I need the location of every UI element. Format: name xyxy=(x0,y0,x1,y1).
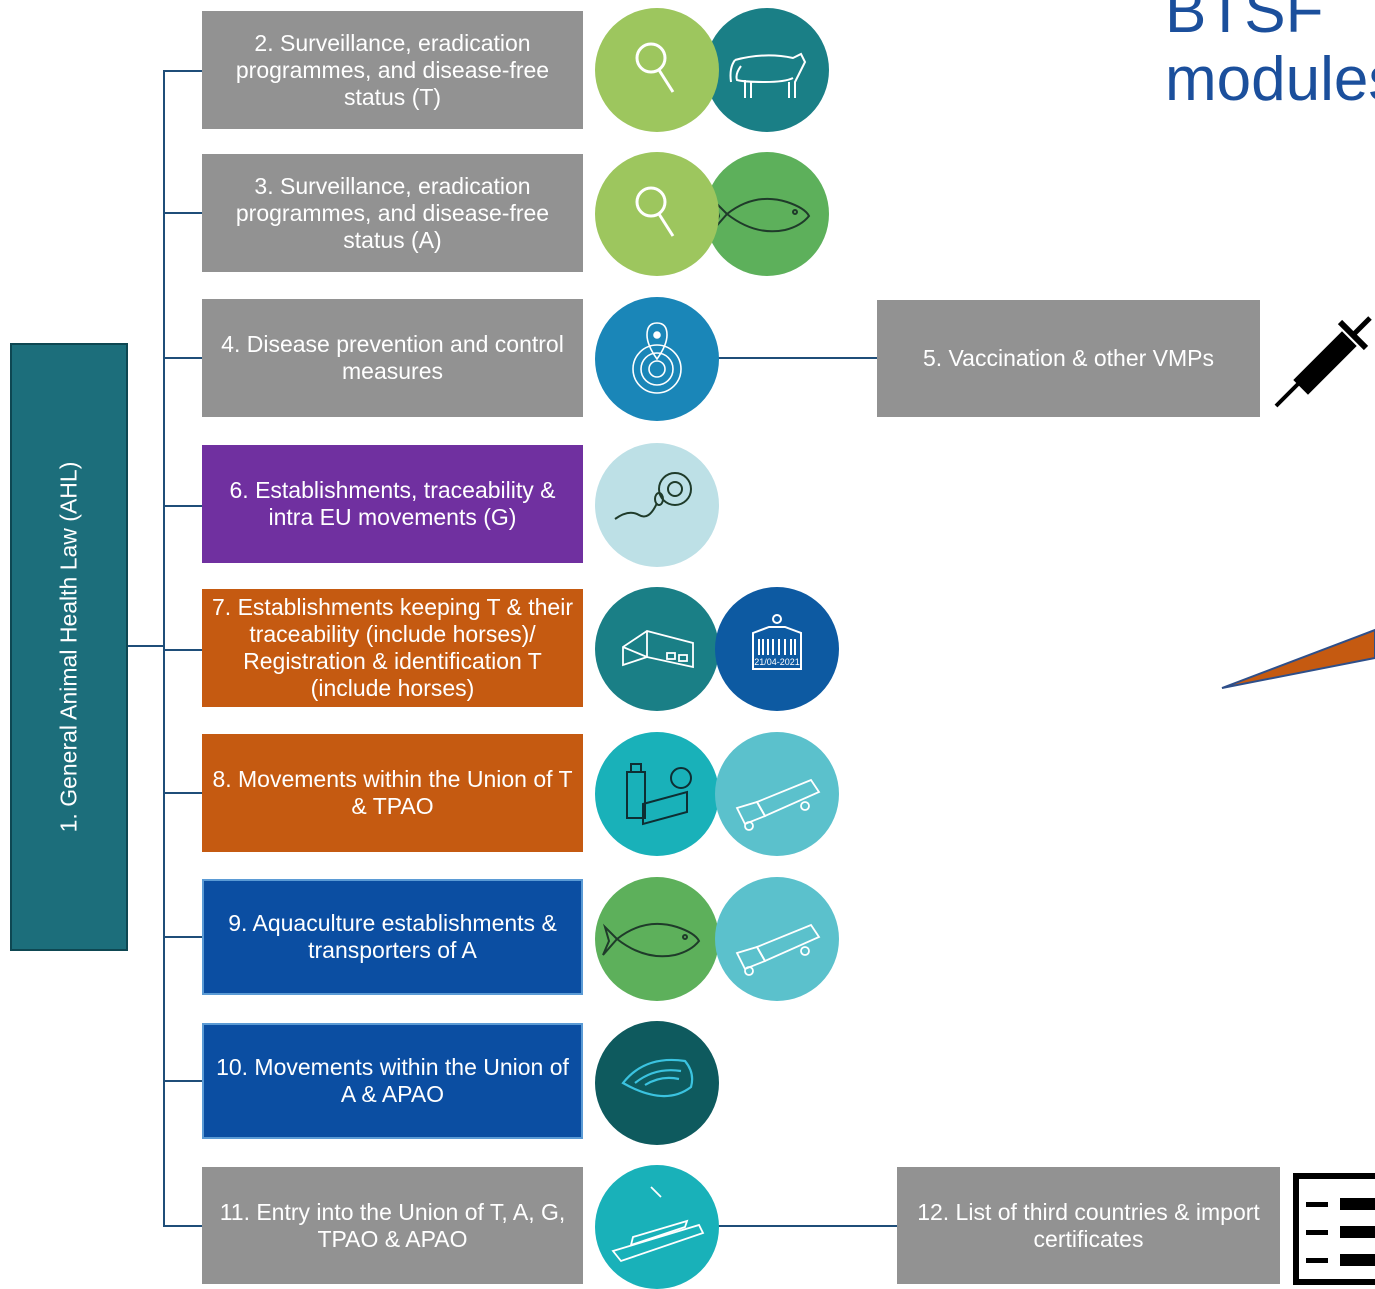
connector-m4-m5 xyxy=(718,357,877,359)
root-module-label: 1. General Animal Health Law (AHL) xyxy=(55,461,82,833)
connector-m4 xyxy=(163,357,202,359)
module-10-label: 10. Movements within the Union of A & AP… xyxy=(216,1054,569,1107)
module-4-label: 4. Disease prevention and control measur… xyxy=(221,331,564,384)
title-line-1: BTSF xyxy=(1165,0,1324,46)
fish-icon xyxy=(595,877,719,1001)
truck-icon xyxy=(715,732,839,856)
module-8-label: 8. Movements within the Union of T & TPA… xyxy=(212,766,573,819)
svg-text:21/04-2021: 21/04-2021 xyxy=(754,657,800,667)
magnifier-icon xyxy=(595,152,719,276)
location-radar-icon xyxy=(595,297,719,421)
ear-tag-icon: 21/04-2021 xyxy=(715,587,839,711)
module-6-box: 6. Establishments, traceability & intra … xyxy=(202,445,583,563)
module-2-label: 2. Surveillance, eradication programmes,… xyxy=(235,29,550,110)
module-9-box: 9. Aquaculture establishments & transpor… xyxy=(202,879,583,995)
mussel-icon xyxy=(595,1021,719,1145)
fish-icon xyxy=(705,152,829,276)
list-document-icon xyxy=(1292,1172,1375,1286)
cargo-ship-icon xyxy=(595,1165,719,1289)
module-7-box: 7. Establishments keeping T & their trac… xyxy=(202,589,583,707)
module-10-box: 10. Movements within the Union of A & AP… xyxy=(202,1023,583,1139)
connector-trunk xyxy=(163,70,165,1227)
module-8-box: 8. Movements within the Union of T & TPA… xyxy=(202,734,583,852)
connector-m3 xyxy=(163,212,202,214)
connector-m7 xyxy=(163,649,202,651)
module-4-box: 4. Disease prevention and control measur… xyxy=(202,299,583,417)
module-5-label: 5. Vaccination & other VMPs xyxy=(922,345,1215,371)
module-3-label: 3. Surveillance, eradication programmes,… xyxy=(235,172,550,253)
connector-root xyxy=(128,645,164,647)
connector-m11 xyxy=(163,1225,202,1227)
syringe-icon xyxy=(1270,296,1375,411)
root-module-ahl: 1. General Animal Health Law (AHL) xyxy=(10,343,128,951)
connector-m2 xyxy=(163,70,202,72)
connector-m6 xyxy=(163,505,202,507)
module-5-box: 5. Vaccination & other VMPs xyxy=(877,300,1260,417)
module-3-box: 3. Surveillance, eradication programmes,… xyxy=(202,154,583,272)
title-line-2: modules xyxy=(1165,45,1375,114)
module-12-box: 12. List of third countries & import cer… xyxy=(897,1167,1280,1284)
module-2-box: 2. Surveillance, eradication programmes,… xyxy=(202,11,583,129)
module-12-label: 12. List of third countries & import cer… xyxy=(917,1198,1260,1252)
sperm-egg-icon xyxy=(595,443,719,567)
page-title: BTSF modules xyxy=(1165,0,1375,114)
connector-m10 xyxy=(163,1080,202,1082)
orange-wedge-shape xyxy=(1221,628,1375,689)
module-11-box: 11. Entry into the Union of T, A, G, TPA… xyxy=(202,1167,583,1284)
cow-icon xyxy=(705,8,829,132)
magnifier-icon xyxy=(595,8,719,132)
module-11-label: 11. Entry into the Union of T, A, G, TPA… xyxy=(219,1198,566,1252)
connector-m9 xyxy=(163,936,202,938)
dairy-icon xyxy=(595,732,719,856)
barn-icon xyxy=(595,587,719,711)
connector-m8 xyxy=(163,792,202,794)
module-6-label: 6. Establishments, traceability & intra … xyxy=(229,477,556,530)
connector-m11-m12 xyxy=(718,1225,897,1227)
module-7-label: 7. Establishments keeping T & their trac… xyxy=(212,594,573,701)
truck-icon xyxy=(715,877,839,1001)
module-9-label: 9. Aquaculture establishments & transpor… xyxy=(228,910,557,963)
